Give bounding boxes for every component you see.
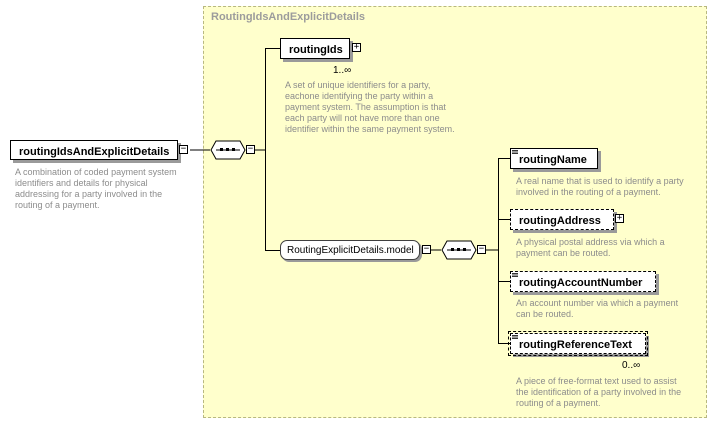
model-group-label: RoutingExplicitDetails.model (287, 245, 414, 256)
routing-name-element[interactable]: routingName (510, 148, 598, 169)
routing-address-expand-icon[interactable]: + (615, 213, 624, 223)
sequence-collapse-icon-2[interactable]: − (477, 244, 486, 254)
routing-account-number-description: An account number via which a payment ca… (516, 298, 679, 319)
sequence-compositor-icon-2[interactable] (441, 240, 477, 260)
routing-reference-text-label: routingReferenceText (519, 339, 632, 351)
root-element[interactable]: routingIdsAndExplicitDetails (10, 140, 178, 160)
root-description: A combination of coded payment system id… (15, 167, 177, 210)
routing-ids-multiplicity: 1..∞ (333, 65, 352, 76)
leaf-lines-icon (512, 335, 518, 339)
sequence-collapse-icon[interactable]: − (246, 144, 255, 154)
routing-reference-text-element[interactable]: routingReferenceText (508, 331, 648, 356)
leaf-lines-icon (512, 273, 518, 277)
model-collapse-icon[interactable]: − (422, 244, 431, 254)
routing-address-description: A physical postal address via which a pa… (516, 237, 665, 258)
routing-reference-text-description: A piece of free-format text used to assi… (516, 376, 682, 408)
routing-account-number-label: routingAccountNumber (519, 277, 643, 289)
sequence-compositor-icon[interactable] (210, 140, 246, 160)
routing-name-label: routingName (519, 154, 587, 166)
expand-icon[interactable]: + (352, 42, 361, 52)
routing-ids-label: routingIds (289, 44, 343, 56)
routing-address-label: routingAddress (519, 215, 601, 227)
routing-account-number-element[interactable]: routingAccountNumber (510, 271, 656, 292)
root-element-label: routingIdsAndExplicitDetails (19, 146, 170, 158)
routing-ids-description: A set of unique identifiers for a party,… (285, 80, 455, 134)
routing-reference-text-multiplicity: 0..∞ (622, 360, 641, 371)
routing-name-description: A real name that is used to identify a p… (516, 176, 684, 197)
model-group[interactable]: RoutingExplicitDetails.model (280, 240, 420, 260)
routing-ids-element[interactable]: routingIds (280, 38, 350, 59)
collapse-icon[interactable]: − (179, 144, 188, 154)
routing-address-element[interactable]: routingAddress (510, 209, 614, 230)
group-title: RoutingIdsAndExplicitDetails (211, 11, 366, 23)
leaf-lines-icon (512, 150, 518, 154)
